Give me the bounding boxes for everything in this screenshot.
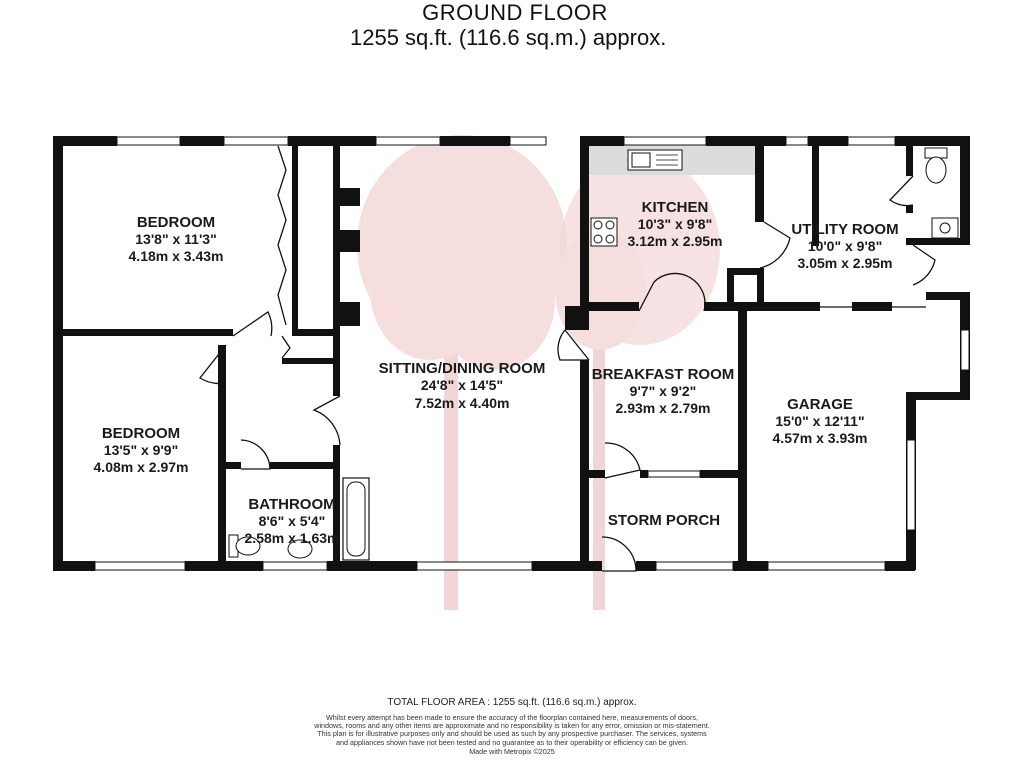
room-imperial: 10'3" x 9'8" [638, 216, 712, 232]
toilet-icon-bathroom [228, 534, 261, 558]
room-imperial: 9'7" x 9'2" [630, 383, 697, 399]
room-utility: UTILITY ROOM 10'0" x 9'8" 3.05m x 2.95m [791, 221, 898, 271]
room-bedroom-1: BEDROOM 13'8" x 11'3" 4.18m x 3.43m [129, 214, 224, 264]
plan-header: GROUND FLOOR 1255 sq.ft. (116.6 sq.m.) a… [0, 0, 1024, 60]
room-sitting-dining: SITTING/DINING ROOM 24'8" x 14'5" 7.52m … [379, 360, 546, 411]
room-bathroom: BATHROOM 8'6" x 5'4" 2.58m x 1.63m [245, 496, 340, 546]
room-metric: 4.08m x 2.97m [94, 459, 189, 475]
window-icon [94, 136, 970, 571]
toilet-icon [924, 147, 948, 184]
disclaimer: Whilst every attempt has been made to en… [314, 713, 710, 747]
room-bedroom-2: BEDROOM 13'5" x 9'9" 4.08m x 2.97m [94, 425, 189, 475]
floor-area: 1255 sq.ft. (116.6 sq.m.) approx. [350, 25, 667, 50]
room-metric: 4.57m x 3.93m [773, 430, 868, 446]
room-imperial: 10'0" x 9'8" [808, 238, 882, 254]
made-with-credit: Made with Metropix ©2025 [469, 746, 555, 756]
room-name: UTILITY ROOM [791, 221, 898, 238]
room-name: BEDROOM [137, 214, 215, 231]
room-kitchen: KITCHEN 10'3" x 9'8" 3.12m x 2.95m [628, 199, 723, 249]
room-metric: 2.93m x 2.79m [616, 400, 711, 416]
room-name: BREAKFAST ROOM [592, 366, 735, 383]
room-garage: GARAGE 15'0" x 12'11" 4.57m x 3.93m [773, 396, 868, 446]
total-floor-area: TOTAL FLOOR AREA : 1255 sq.ft. (116.6 sq… [387, 697, 637, 708]
room-name: BEDROOM [102, 425, 180, 442]
room-name: KITCHEN [642, 199, 709, 216]
floor-plan: BEDROOM 13'8" x 11'3" 4.18m x 3.43m BEDR… [53, 135, 970, 610]
room-metric: 3.12m x 2.95m [628, 233, 723, 249]
room-imperial: 13'8" x 11'3" [135, 231, 216, 247]
room-storm-porch: STORM PORCH [608, 512, 720, 529]
tree-watermark-icon [357, 135, 720, 610]
room-metric: 4.18m x 3.43m [129, 248, 224, 264]
bath-icon [342, 477, 370, 561]
room-metric: 7.52m x 4.40m [415, 395, 510, 411]
room-imperial: 8'6" x 5'4" [259, 513, 326, 529]
room-name: GARAGE [787, 396, 853, 413]
room-metric: 3.05m x 2.95m [798, 255, 893, 271]
plan-footer: TOTAL FLOOR AREA : 1255 sq.ft. (116.6 sq… [0, 697, 1024, 756]
room-imperial: 15'0" x 12'11" [775, 413, 864, 429]
room-breakfast: BREAKFAST ROOM 9'7" x 9'2" 2.93m x 2.79m [592, 366, 735, 416]
room-metric: 2.58m x 1.63m [245, 530, 340, 546]
room-name: STORM PORCH [608, 512, 720, 529]
sink-icon [627, 149, 683, 171]
room-name: BATHROOM [248, 496, 335, 513]
door-swing-icon [199, 145, 936, 572]
hob-icon [590, 217, 618, 247]
basin-icon [287, 217, 959, 559]
room-imperial: 13'5" x 9'9" [104, 442, 178, 458]
floor-title: GROUND FLOOR [422, 0, 608, 25]
room-name: SITTING/DINING ROOM [379, 360, 546, 377]
room-imperial: 24'8" x 14'5" [421, 377, 503, 393]
